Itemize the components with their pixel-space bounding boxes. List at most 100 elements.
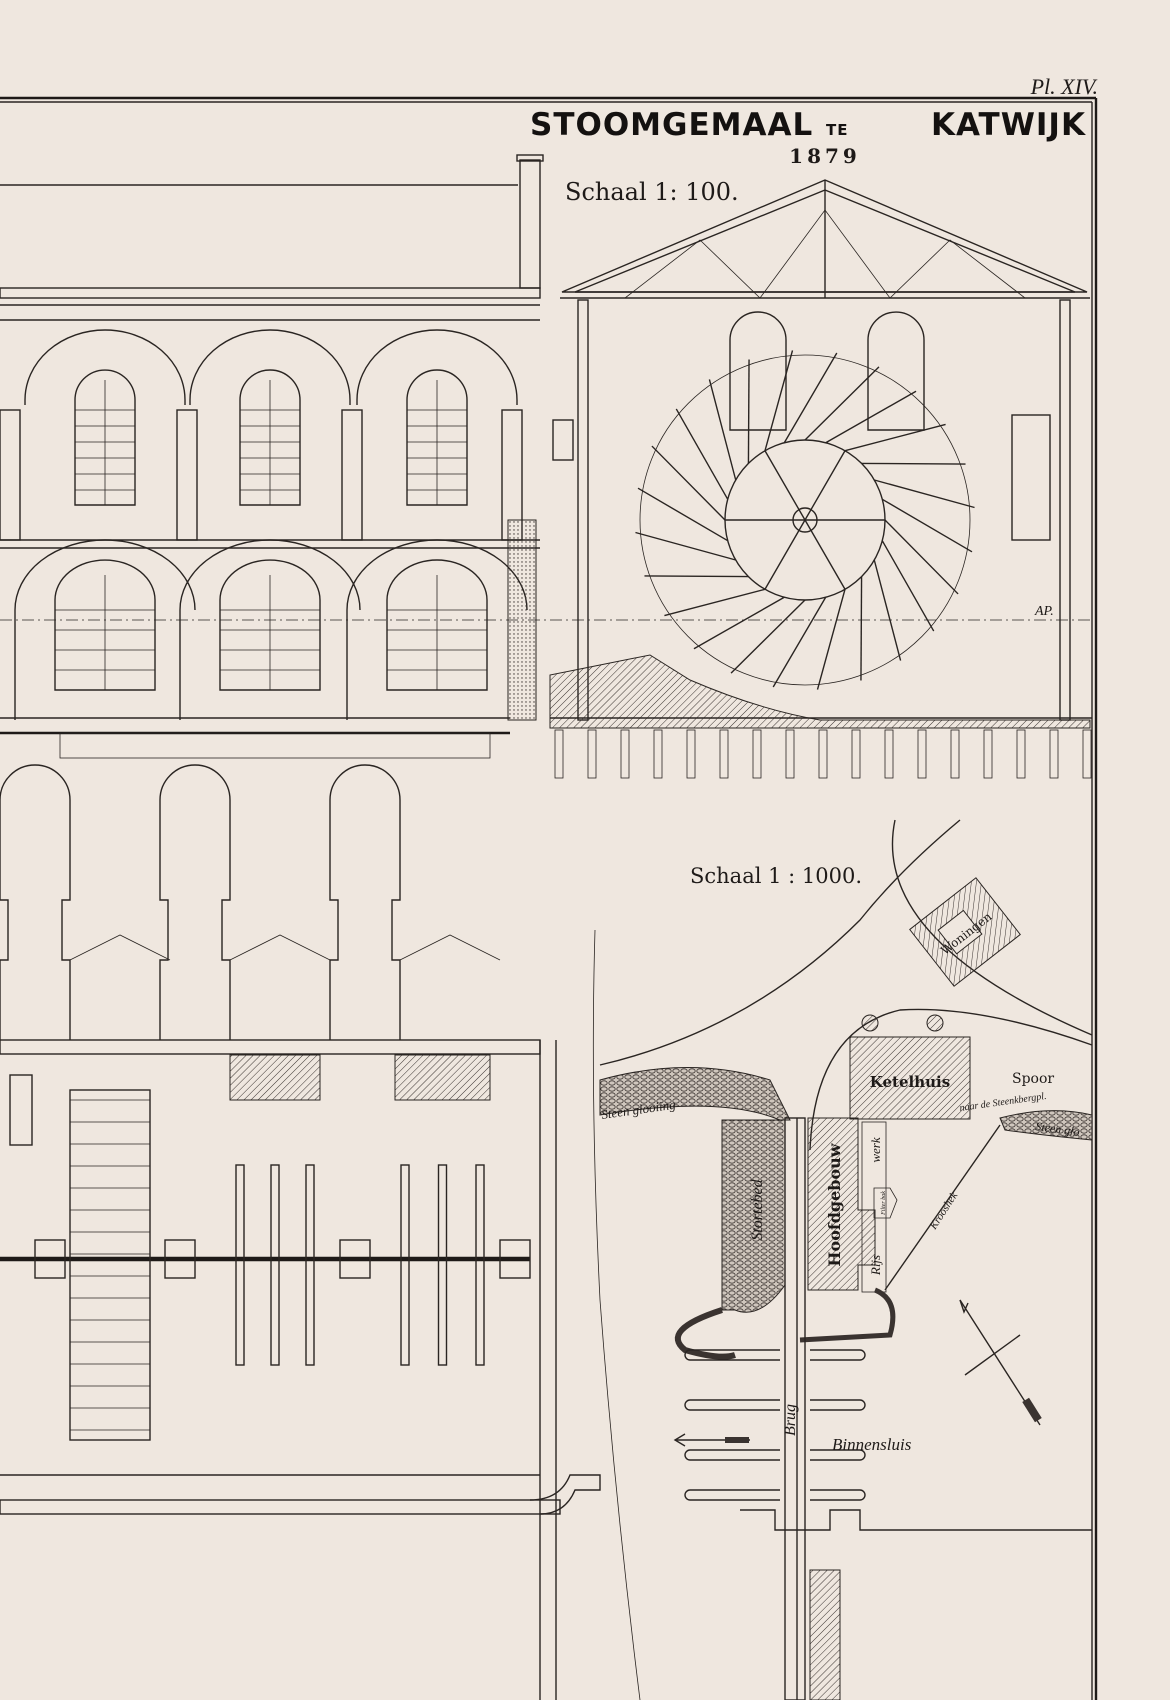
wheel-housing <box>394 1054 491 1101</box>
binnensluis-piers <box>684 1349 866 1501</box>
pile <box>818 729 828 779</box>
wheel-paddle <box>764 350 794 451</box>
pile <box>917 729 927 779</box>
title-main: STOOMGEMAAL <box>530 107 813 143</box>
compass-rose <box>959 1299 1042 1426</box>
site-scale-label: Schaal 1 : 1000. <box>690 864 862 888</box>
upper-window <box>406 369 468 506</box>
inlet-channel <box>0 764 71 1040</box>
upper-window <box>74 369 136 506</box>
hoofdgebouw-building: Hoofdgebouw <box>807 1117 876 1291</box>
lower-window <box>386 559 488 691</box>
label-krooshek: Krooshek <box>927 1189 961 1232</box>
plate-number: Pl. XIV. <box>1030 74 1098 99</box>
wheel-paddle <box>881 540 935 632</box>
wheel-rim <box>639 354 971 686</box>
wheel-spoke <box>764 519 806 590</box>
wheel-paddle <box>708 379 737 481</box>
stortebed: Stortebed <box>674 1119 786 1360</box>
wheel-paddle <box>783 352 838 444</box>
wheel-paddle <box>881 498 973 553</box>
wheel-paddle <box>874 479 975 509</box>
wheel-paddle <box>635 531 736 561</box>
pile <box>1082 729 1092 779</box>
label-rijswerk-top: werk <box>868 1137 883 1163</box>
wheel-spoke <box>804 519 846 590</box>
sluice-pier <box>684 1489 866 1501</box>
pile <box>983 729 993 779</box>
sluice-pier <box>684 1349 866 1361</box>
pilaster <box>0 409 21 541</box>
wheel-paddle <box>675 408 729 500</box>
label-hoofdgebouw: Hoofdgebouw <box>825 1142 844 1266</box>
wheel-plan-blade <box>235 1164 245 1366</box>
plate-frame <box>0 96 1098 1700</box>
front-elevation <box>0 154 1092 759</box>
krooshek-line <box>884 1124 1001 1291</box>
wheel-spoke <box>804 450 846 521</box>
pile <box>719 729 729 779</box>
sluice-pier <box>684 1399 866 1411</box>
shaft-bearing <box>499 1239 531 1279</box>
wheel-paddle <box>804 366 880 441</box>
pile <box>686 729 696 779</box>
inlet-channel <box>159 764 231 1040</box>
wheel-paddle <box>651 445 726 521</box>
wheel-paddle <box>861 462 966 465</box>
inlet-channel <box>329 764 401 1040</box>
pile <box>620 729 630 779</box>
label-brug: Brug <box>782 1404 799 1436</box>
upper-arch <box>189 329 351 405</box>
wheel-spoke <box>764 450 806 521</box>
wheel-paddle <box>873 559 902 661</box>
label-spoor: Spoor <box>1012 1071 1054 1087</box>
title-connector: TE <box>826 121 848 139</box>
wheel-plan-blade <box>437 1164 448 1366</box>
wheel-paddle <box>664 588 766 617</box>
wheel-paddle <box>693 596 785 650</box>
label-stortebed: Stortebed <box>749 1178 766 1240</box>
label-spoor-destination: naar de Steenkbergpl. <box>959 1091 1047 1114</box>
sluice-pier <box>684 1449 866 1461</box>
wheel-paddle <box>747 359 750 464</box>
pile <box>752 729 762 779</box>
wheel-paddle <box>884 519 959 595</box>
wheel-plan-1 <box>69 1089 151 1441</box>
pile <box>554 729 564 779</box>
label-binnensluis: Binnensluis <box>832 1435 912 1454</box>
label-filterbak: Filter bak <box>881 1191 887 1216</box>
wheel-paddle <box>825 390 917 444</box>
year: 1879 <box>789 144 861 168</box>
pilaster <box>176 409 198 541</box>
upper-arch <box>356 329 518 405</box>
wheel-paddle <box>637 487 729 542</box>
cross-section: AP. <box>507 179 1092 779</box>
wheel-paddle <box>816 589 846 690</box>
wheel-housing <box>229 1054 321 1101</box>
section-scale-label: Schaal 1: 100. <box>565 178 739 206</box>
ketelhuis-building: Ketelhuis <box>849 1014 971 1120</box>
pilaster <box>341 409 363 541</box>
wheel-plan-blade <box>475 1164 485 1366</box>
wheel-paddle <box>644 575 749 578</box>
site-plan: Schaal 1 : 1000. Woningen Steen glooiing… <box>592 819 1093 1700</box>
lower-window <box>219 559 321 691</box>
lower-window <box>54 559 156 691</box>
flow-arrow <box>673 1433 750 1447</box>
lower-arch <box>179 539 361 720</box>
shaft-bearing <box>164 1239 196 1279</box>
woningen-building: Woningen <box>909 877 1021 987</box>
pile <box>785 729 795 779</box>
shaft-bearing <box>339 1239 371 1279</box>
label-ketelhuis: Ketelhuis <box>870 1073 950 1091</box>
wheel-paddle <box>860 576 863 681</box>
wheel-paddle <box>772 596 827 688</box>
pile <box>1049 729 1059 779</box>
lower-arch <box>14 539 196 720</box>
pile <box>587 729 597 779</box>
brug-bridge: Brug <box>782 1117 806 1700</box>
pile <box>851 729 861 779</box>
machine-plan <box>0 764 601 1700</box>
pile <box>1016 729 1026 779</box>
water-level-label: AP. <box>1034 604 1054 619</box>
